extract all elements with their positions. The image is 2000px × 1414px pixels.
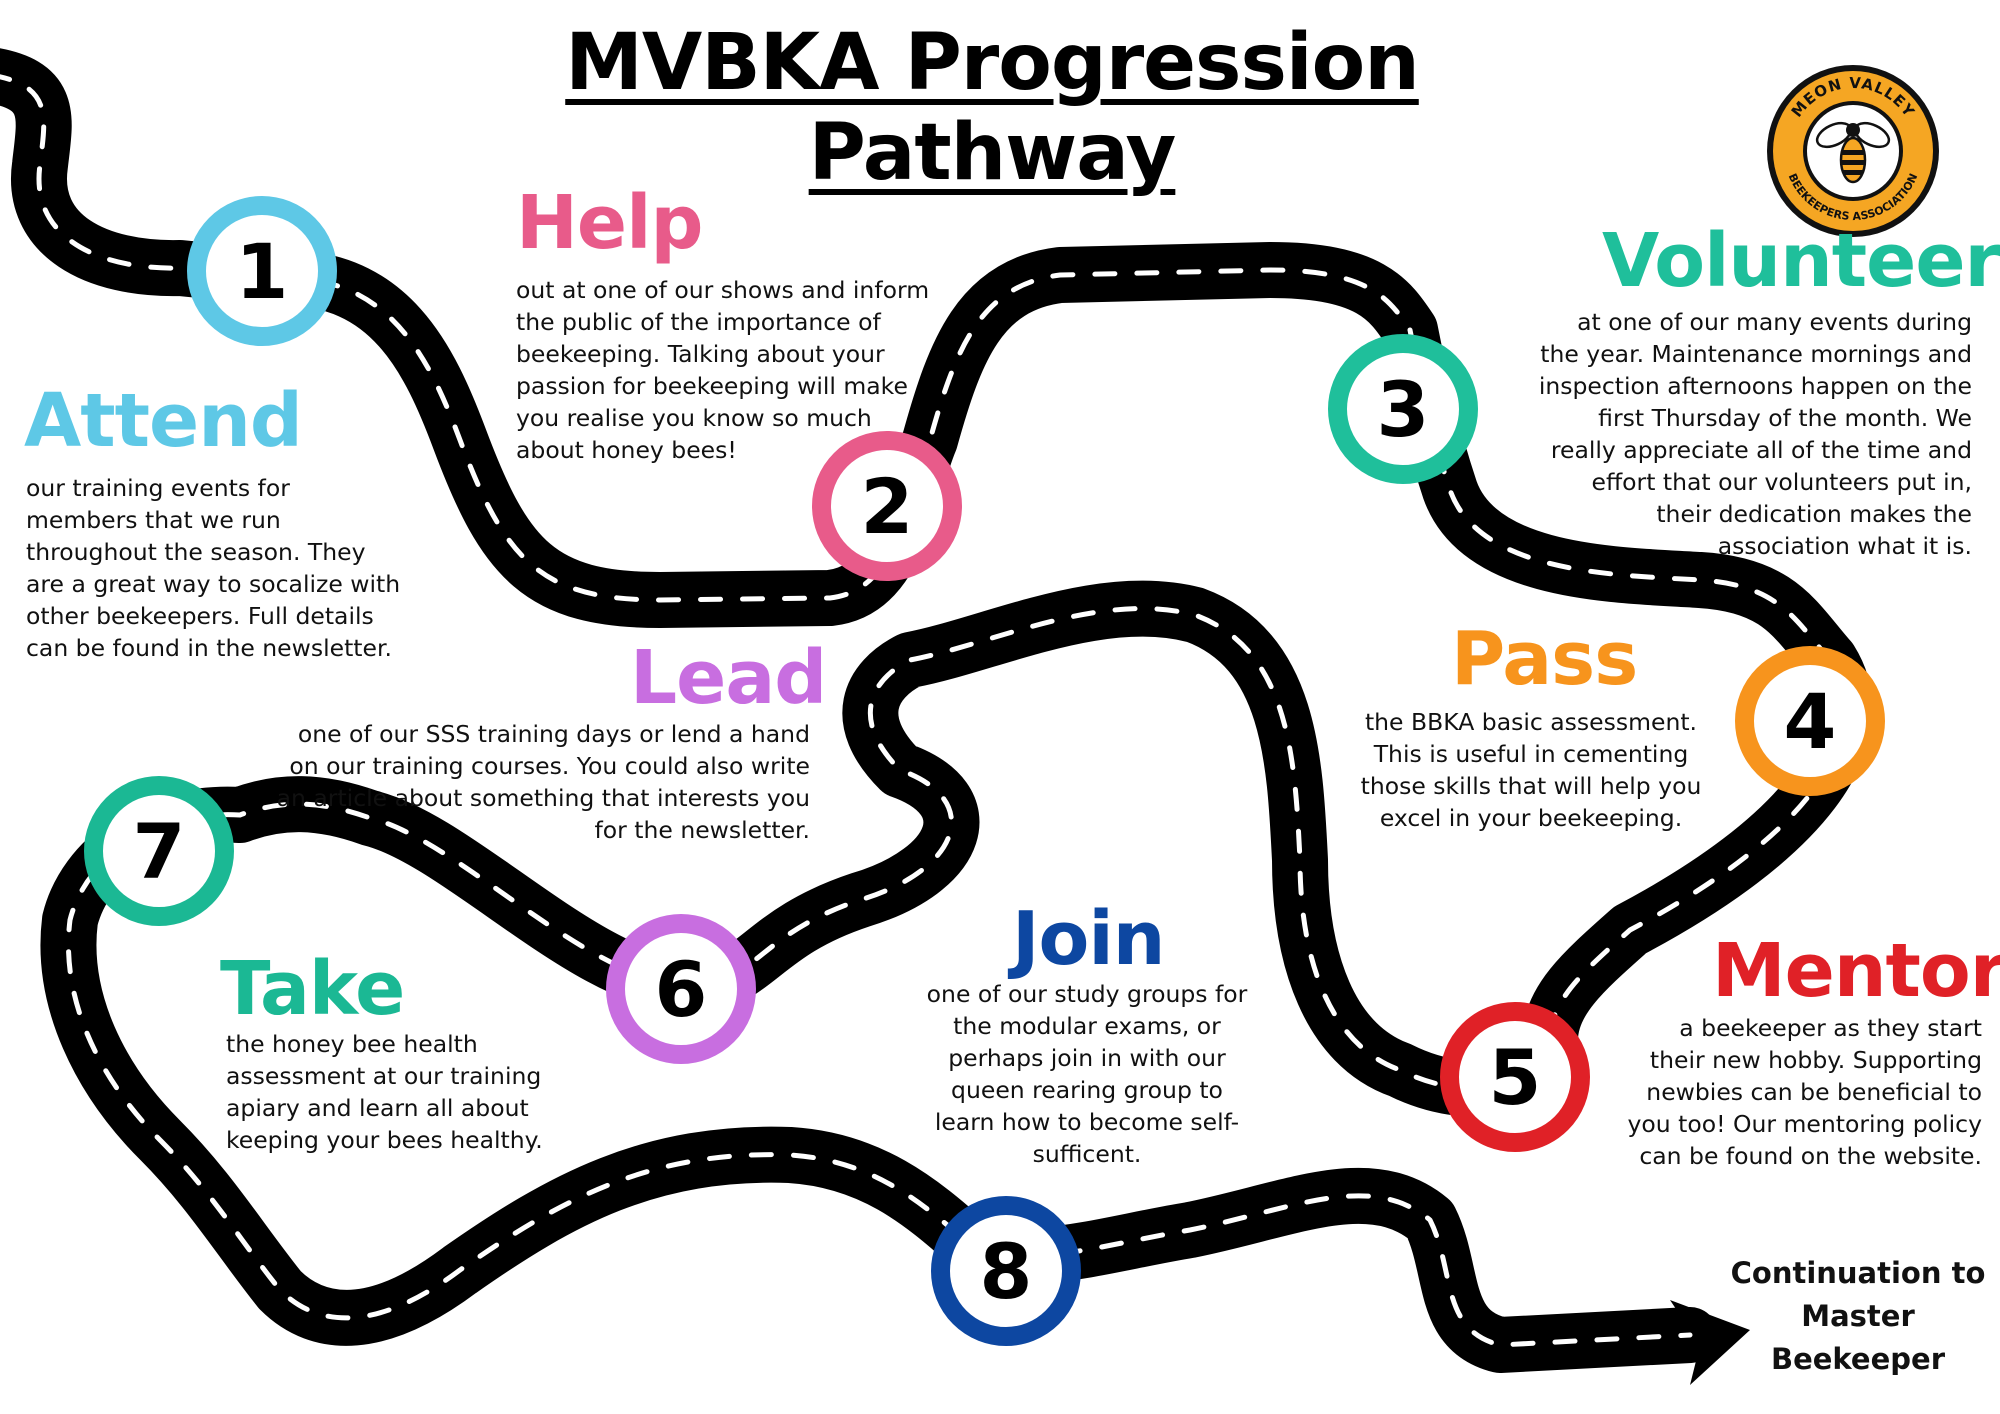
step-3-description: at one of our many events during the yea… [1538,308,1972,560]
step-6-circle: 6 [606,914,756,1064]
step-4-heading: Pass [1451,616,1638,702]
step-7-circle: 7 [84,776,234,926]
step-3-circle: 3 [1328,334,1478,484]
step-4-circle: 4 [1735,646,1885,796]
step-8-circle: 8 [931,1196,1081,1346]
step-5-heading: Mentor [1712,928,2000,1014]
step-8-description: one of our study groups for the modular … [926,980,1248,1168]
association-logo: MEON VALLEY BEEKEEPERS ASSOCIATION [1767,65,1939,237]
step-7-heading: Take [220,946,405,1032]
arrow-head-icon [1670,1300,1750,1385]
step-5-circle: 5 [1440,1002,1590,1152]
step-2-description: out at one of our shows and inform the p… [516,276,930,464]
continuation-label: Continuation to Master Beekeeper [1730,1256,1986,1376]
step-8-heading: Join [1012,896,1165,982]
step-6-description: one of our SSS training days or lend a h… [276,720,810,844]
step-5-description: a beekeeper as they start their new hobb… [1627,1014,1982,1170]
page-title: MVBKA Progression Pathway [565,18,1420,198]
step-7-description: the honey bee health assessment at our t… [226,1030,543,1154]
step-2-circle: 2 [812,431,962,581]
step-6-heading: Lead [630,635,827,721]
step-2-heading: Help [516,180,703,266]
bee-icon [1815,121,1891,184]
step-1-heading: Attend [24,378,303,464]
step-1-description: our training events for members that we … [26,474,401,662]
step-1-circle: 1 [187,196,337,346]
step-4-description: the BBKA basic assessment. This is usefu… [1360,708,1702,832]
step-3-heading: Volunteer [1602,218,2000,304]
